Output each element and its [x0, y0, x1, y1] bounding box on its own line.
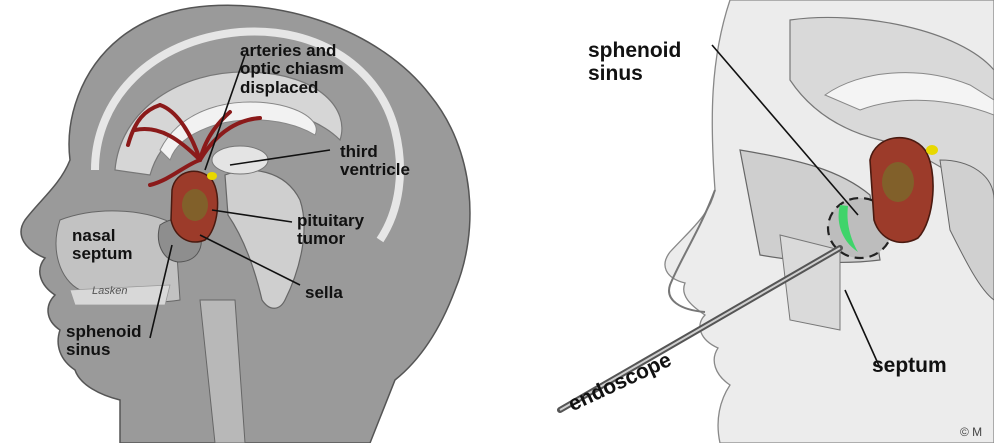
tumor-core	[182, 189, 208, 221]
copyright-notice: © M	[960, 426, 982, 439]
artist-signature: Lasken	[92, 286, 127, 298]
left-illustration-panel: arteries and optic chiasm displaced thir…	[0, 0, 500, 443]
optic-nerve-right	[926, 145, 938, 155]
optic-chiasm	[207, 172, 217, 180]
label-sella: sella	[305, 284, 343, 302]
label-septum: septum	[872, 355, 947, 378]
label-pituitary-tumor: pituitary tumor	[297, 212, 364, 249]
label-arteries-optic-chiasm: arteries and optic chiasm displaced	[240, 42, 344, 97]
label-sphenoid-sinus-right: sphenoid sinus	[588, 40, 681, 85]
right-illustration-panel: sphenoid sinus septum endoscope © M	[540, 0, 994, 443]
label-sphenoid-sinus: sphenoid sinus	[66, 323, 142, 360]
tumor-core-right	[882, 162, 914, 202]
label-third-ventricle: third ventricle	[340, 143, 410, 180]
label-nasal-septum: nasal septum	[72, 227, 132, 264]
nasal-septum-right	[780, 235, 840, 330]
